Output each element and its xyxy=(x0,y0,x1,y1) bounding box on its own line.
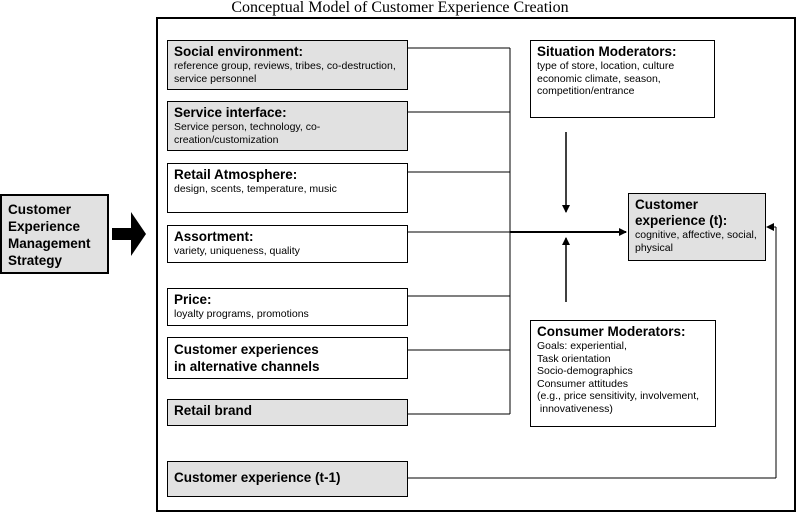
strategy-box: Customer Experience Management Strategy xyxy=(0,194,109,274)
customer-experience-box: Customer experience (t): cognitive, affe… xyxy=(628,193,766,261)
customer-experience-heading: Customer experience (t): xyxy=(635,197,728,228)
driver-price: Price: loyalty programs, promotions xyxy=(167,288,408,326)
consumer-moderators-line: Socio-demographics xyxy=(537,365,633,377)
situation-moderators-box: Situation Moderators: type of store, loc… xyxy=(530,40,715,118)
strategy-line: Experience xyxy=(8,219,81,234)
driver-retail-brand: Retail brand xyxy=(167,399,408,426)
prior-experience-box: Customer experience (t-1) xyxy=(167,461,408,497)
situation-moderators-detail: type of store, location, culture economi… xyxy=(537,60,675,97)
consumer-moderators-line: (e.g., price sensitivity, involvement, xyxy=(537,390,700,402)
driver-heading: Service interface: xyxy=(174,105,287,120)
driver-retail-atmosphere: Retail Atmosphere: design, scents, tempe… xyxy=(167,163,408,213)
driver-service-interface: Service interface: Service person, techn… xyxy=(167,101,408,151)
driver-detail: reference group, reviews, tribes, co-des… xyxy=(174,60,396,85)
prior-experience-heading: Customer experience (t-1) xyxy=(174,470,341,485)
driver-heading: Retail Atmosphere: xyxy=(174,167,298,182)
driver-heading: Assortment: xyxy=(174,229,254,244)
consumer-moderators-line: Task orientation xyxy=(537,352,611,365)
consumer-moderators-line: Goals: experiential, xyxy=(537,340,627,352)
diagram-title: Conceptual Model of Customer Experience … xyxy=(231,0,569,16)
strategy-block-arrow xyxy=(112,212,146,256)
driver-detail: Service person, technology, co-creation/… xyxy=(174,121,321,146)
strategy-line: Management xyxy=(8,236,91,251)
driver-assortment: Assortment: variety, uniqueness, quality xyxy=(167,225,408,263)
driver-detail: variety, uniqueness, quality xyxy=(174,245,300,257)
situation-moderators-heading: Situation Moderators: xyxy=(537,44,677,59)
driver-alternative-channels: Customer experiences in alternative chan… xyxy=(167,337,408,379)
driver-social-environment: Social environment: reference group, rev… xyxy=(167,40,408,90)
strategy-line: Strategy xyxy=(8,253,63,268)
driver-heading: Customer experiences in alternative chan… xyxy=(174,342,320,374)
driver-heading: Retail brand xyxy=(174,403,253,418)
model-frame xyxy=(156,17,796,512)
driver-heading: Social environment: xyxy=(174,44,304,59)
driver-detail: loyalty programs, promotions xyxy=(174,308,309,320)
consumer-moderators-heading: Consumer Moderators: xyxy=(537,324,686,339)
driver-detail: design, scents, temperature, music xyxy=(174,183,337,195)
consumer-moderators-box: Consumer Moderators: Goals: experiential… xyxy=(530,320,716,427)
customer-experience-detail: cognitive, affective, social, physical xyxy=(635,229,757,254)
consumer-moderators-line: Consumer attitudes xyxy=(537,377,629,390)
driver-heading: Price: xyxy=(174,292,212,307)
consumer-moderators-line: innovativeness) xyxy=(537,402,613,415)
strategy-line: Customer xyxy=(8,202,72,217)
